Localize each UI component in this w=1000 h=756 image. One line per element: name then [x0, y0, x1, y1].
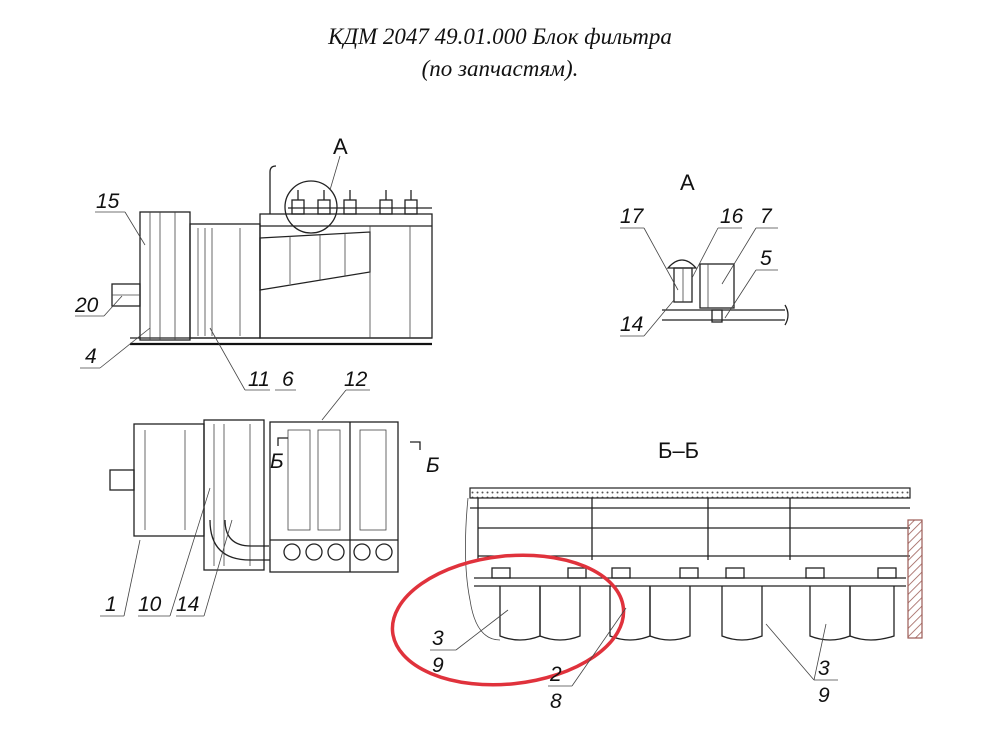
side-wall-panel [907, 519, 923, 639]
drawing-title: КДМ 2047 49.01.000 Блок фильтра [328, 24, 672, 49]
valve-cap [666, 259, 698, 269]
label-4: 4 [85, 345, 97, 368]
label-1: 1 [105, 593, 117, 616]
drum-plan [203, 419, 265, 571]
fan-housing [139, 211, 191, 341]
section-label-2: 2 [549, 663, 562, 686]
side-view: А 15 20 4 11 6 12 [74, 134, 433, 421]
highlight-ring [390, 553, 626, 687]
section-label-9-right: 9 [818, 684, 830, 707]
section-bb: Б–Б [390, 438, 923, 713]
label-12: 12 [344, 368, 368, 391]
label-11: 11 [248, 368, 270, 391]
label-20: 20 [74, 294, 99, 317]
label-14: 14 [176, 593, 199, 616]
section-mark-left: Б [270, 450, 284, 473]
detail-a: А 17 16 7 5 14 [620, 170, 789, 337]
drawing-subtitle: (по запчастям). [421, 56, 579, 81]
section-label-9-left: 9 [432, 654, 444, 677]
elbow-duct [209, 519, 270, 561]
duct-cone [259, 231, 371, 291]
label-6: 6 [282, 368, 294, 391]
top-view: Б Б 1 10 14 [100, 419, 440, 617]
filter-box-plan [269, 421, 399, 573]
section-label-3-right: 3 [818, 657, 830, 680]
detail-label-7: 7 [760, 205, 773, 228]
fan-plan [133, 423, 205, 537]
top-cover [469, 487, 911, 499]
detail-a-callout-letter: А [333, 134, 348, 159]
section-label-8: 8 [550, 690, 562, 713]
detail-a-callout-circle [284, 180, 338, 234]
inlet-plan [109, 469, 135, 491]
detail-a-heading: А [680, 170, 695, 195]
drum-body [189, 223, 261, 339]
label-15: 15 [96, 190, 120, 213]
detail-label-5: 5 [760, 247, 772, 270]
section-label-3-left: 3 [432, 627, 444, 650]
detail-label-17: 17 [620, 205, 645, 228]
section-mark-right: Б [426, 454, 440, 477]
detail-label-16: 16 [720, 205, 744, 228]
detail-label-14: 14 [620, 313, 643, 336]
label-10: 10 [138, 593, 162, 616]
section-bb-heading: Б–Б [658, 438, 699, 463]
valve-body [699, 263, 735, 309]
